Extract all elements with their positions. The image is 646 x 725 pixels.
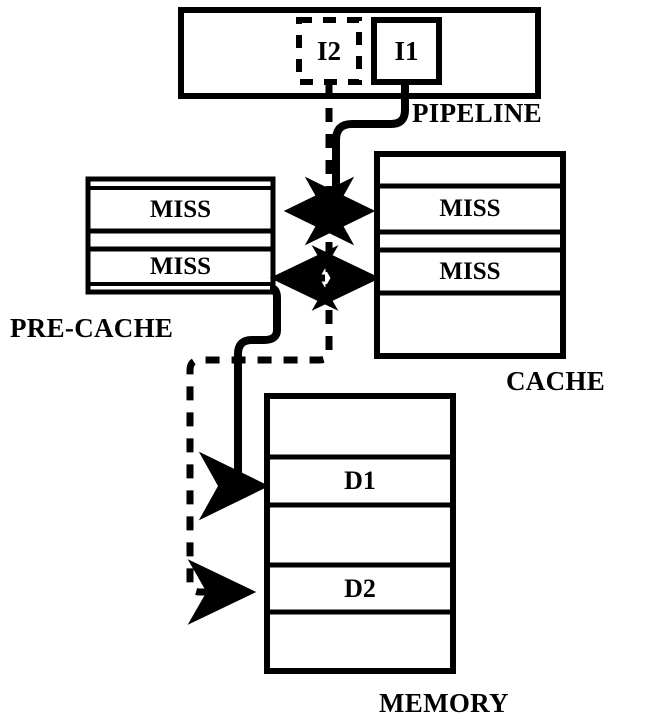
cache-cell-3: MISS	[439, 257, 501, 285]
connector-i1-to-cache	[304, 176, 376, 246]
pre-cache-cell-3: MISS	[149, 252, 212, 280]
connector-i2-to-memory-trunk	[186, 284, 333, 625]
memory-title: MEMORY	[379, 688, 509, 718]
instruction-i1-box	[371, 17, 442, 85]
instruction-i1-label: I1	[394, 35, 419, 66]
memory-cell-1: D1	[344, 466, 376, 495]
pre-cache-box	[85, 176, 276, 295]
pre-cache-title: PRE-CACHE	[10, 313, 174, 343]
pipeline-title: PIPELINE	[412, 98, 542, 128]
instruction-i2-label: I2	[316, 35, 341, 66]
cache-cell-1: MISS	[439, 195, 501, 222]
memory-cell-3: D2	[344, 573, 376, 603]
connector-i1-trunk	[332, 82, 409, 204]
connector-i1-to-pre-cache	[283, 176, 355, 246]
cache-title: CACHE	[506, 366, 606, 396]
connector-solid-to-memory-trunk	[198, 284, 281, 521]
pre-cache-cell-1: MISS	[149, 195, 212, 223]
memory-box	[264, 393, 456, 674]
